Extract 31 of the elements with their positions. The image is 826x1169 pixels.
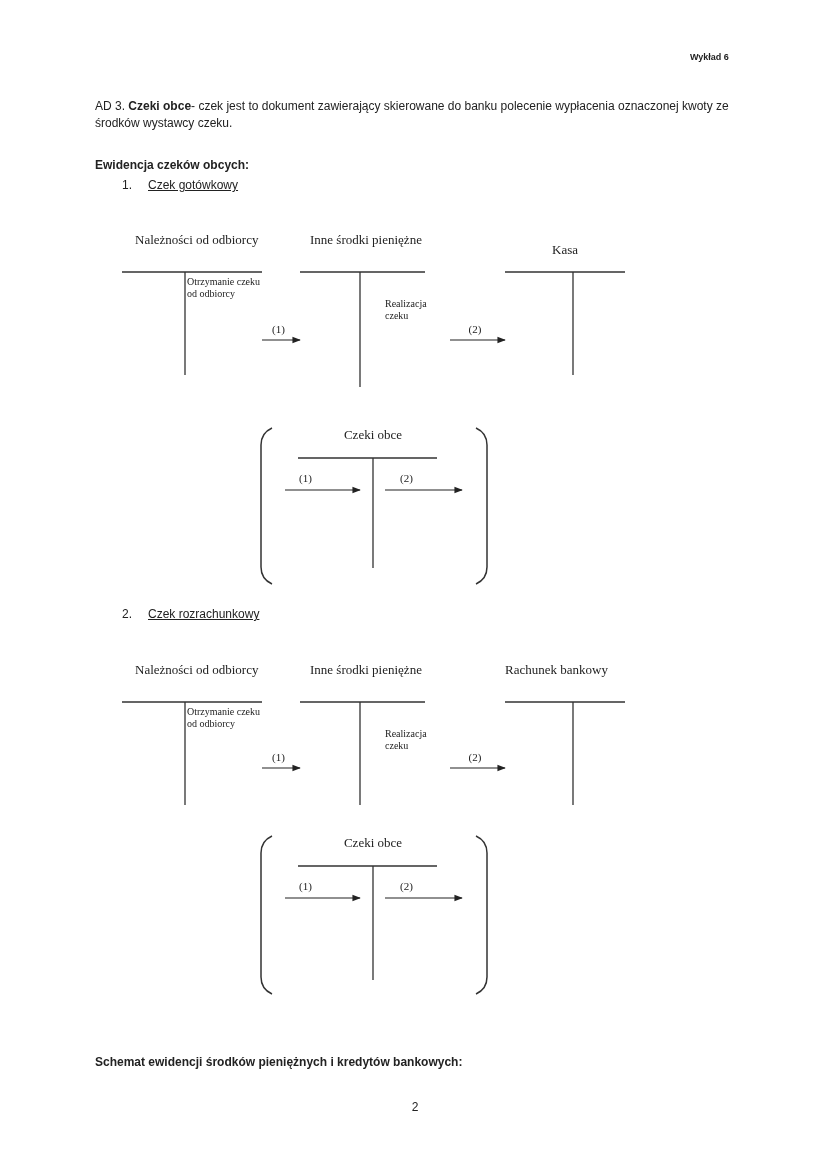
account-title: Należności od odbiorcy bbox=[135, 662, 260, 677]
account-title: Rachunek bankowy bbox=[505, 662, 609, 677]
edge-label: (1) bbox=[271, 751, 286, 763]
arrow bbox=[449, 764, 506, 772]
list-number: 1. bbox=[122, 178, 133, 193]
page-number: 2 bbox=[410, 1100, 420, 1115]
paragraph: AD 3. Czeki obce- czek jest to dokument zawierający skierowane do banku polecenie wypłacenia oznaczonej kwoty ze środków wystawcy czeku. bbox=[95, 98, 730, 132]
edge-label: (1) bbox=[271, 323, 286, 335]
edge-label: (2) bbox=[467, 323, 483, 335]
arrow bbox=[261, 764, 301, 772]
list-heading: Czek gotówkowy bbox=[148, 178, 240, 193]
account-title: Inne środki pieniężne bbox=[310, 662, 423, 677]
account-title: Inne środki pieniężne bbox=[310, 232, 423, 247]
section-heading: Schemat ewidencji środków pieniężnych i kredytów bankowych: bbox=[95, 1055, 464, 1070]
list-number: 2. bbox=[122, 607, 133, 622]
entry-note: Otrzymanie czeku od odbiorcy bbox=[187, 706, 261, 730]
section-heading: Ewidencja czeków obcych: bbox=[95, 158, 251, 173]
entry-note: Realizacja czeku bbox=[385, 728, 428, 752]
arrow bbox=[261, 336, 301, 344]
entry-note: Realizacja czeku bbox=[385, 298, 428, 322]
edge-label: (2) bbox=[467, 751, 483, 763]
account-title: Czeki obce bbox=[342, 427, 404, 442]
page-header: Wykład 6 bbox=[690, 51, 730, 64]
account-title: Kasa bbox=[551, 242, 579, 257]
bracketed-t-account bbox=[258, 833, 490, 997]
entry-note: Otrzymanie czeku od odbiorcy bbox=[187, 276, 261, 300]
arrow bbox=[449, 336, 506, 344]
list-heading: Czek rozrachunkowy bbox=[148, 607, 261, 622]
bracketed-t-account bbox=[258, 425, 490, 587]
account-title: Należności od odbiorcy bbox=[135, 232, 260, 247]
account-title: Czeki obce bbox=[342, 835, 404, 850]
